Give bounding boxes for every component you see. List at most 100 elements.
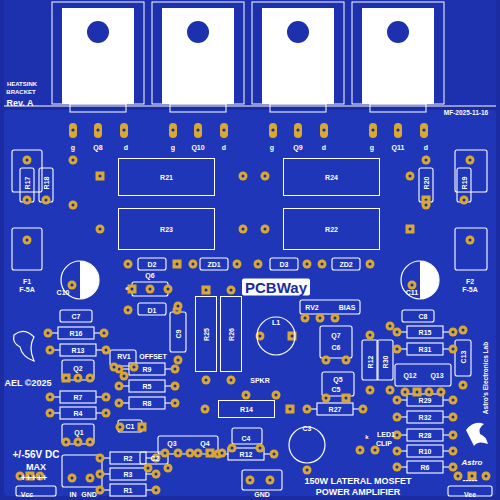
resistor-lead (54, 396, 60, 397)
drill-hole (319, 317, 322, 320)
round-pad (130, 363, 139, 372)
silkscreen-label: RV1 (117, 353, 131, 360)
drill-hole (174, 368, 177, 371)
drill-hole (271, 128, 274, 131)
designator: R21 (160, 174, 173, 181)
round-pad (466, 236, 475, 245)
mosfet-leg-outline (270, 104, 326, 112)
drill-hole (425, 159, 428, 162)
drill-hole (141, 426, 144, 429)
silkscreen-label: R28 (419, 432, 432, 439)
round-pad (393, 396, 402, 405)
round-pad (171, 399, 180, 408)
round-pad (144, 464, 153, 473)
round-pad (316, 314, 325, 323)
designator: R22 (325, 226, 338, 233)
drill-hole (259, 447, 262, 450)
round-pad (270, 450, 279, 459)
resistor-outline (407, 411, 443, 423)
drill-hole (257, 263, 260, 266)
silkscreen-label: ZD1 (207, 261, 220, 268)
drill-hole (99, 457, 102, 460)
round-pad (202, 376, 211, 385)
silk-outline (170, 312, 186, 352)
drill-hole (131, 288, 134, 291)
round-pad (256, 444, 265, 453)
drill-hole (389, 389, 392, 392)
resistor-box: R26 (220, 296, 242, 372)
silk-outline (12, 228, 42, 270)
silkscreen-label: g (270, 144, 274, 151)
silkscreen-label: F-5A (19, 286, 35, 293)
drill-hole (71, 284, 74, 287)
drill-hole (127, 309, 130, 312)
silkscreen-label: C1 (126, 423, 135, 430)
square-pad (286, 405, 295, 414)
resistor-lead (401, 399, 407, 400)
silkscreen-label: R18 (43, 177, 50, 190)
drill-hole (325, 397, 328, 400)
silk-outline (377, 340, 393, 380)
resistor-lead (353, 408, 359, 409)
drill-hole (174, 385, 177, 388)
silkscreen-label: C2 (151, 455, 160, 462)
drill-hole (457, 475, 460, 478)
round-pad (393, 413, 402, 422)
silkscreen-label: Q6 (145, 272, 154, 279)
drill-hole (469, 159, 472, 162)
resistor-lead (54, 412, 60, 413)
resistor-outline (110, 468, 146, 480)
drill-hole (411, 284, 414, 287)
silkscreen-label: AEL ©2025 (5, 379, 52, 388)
resistor-lead (94, 332, 100, 333)
resistor-outline (317, 403, 353, 415)
drill-hole (122, 128, 125, 131)
resistor-lead (165, 385, 171, 386)
drill-hole (222, 128, 225, 131)
round-pad (23, 156, 32, 165)
drill-hole (133, 366, 136, 369)
drill-hole (71, 477, 74, 480)
round-pad (100, 329, 109, 338)
square-pad (138, 423, 147, 432)
round-pad (161, 449, 170, 458)
round-pad (68, 281, 77, 290)
silkscreen-label: Q11 (392, 144, 405, 151)
silkscreen-label: Q9 (293, 144, 302, 151)
drill-hole (49, 396, 52, 399)
mosfet-pad (69, 123, 77, 138)
silkscreen-label: R12 (367, 356, 374, 369)
silkscreen-label: R19 (461, 177, 468, 190)
round-pad (115, 382, 124, 391)
silkscreen-label: Astro (462, 459, 483, 467)
drill-hole (242, 228, 245, 231)
drill-hole (65, 441, 68, 444)
silkscreen-label: C9 (175, 330, 182, 339)
drill-hole (396, 331, 399, 334)
drill-hole (103, 332, 106, 335)
drill-hole (371, 128, 374, 131)
silkscreen-label: POWER AMPLIFIER (316, 488, 401, 497)
drill-hole (345, 397, 348, 400)
drill-hole (369, 389, 372, 392)
silkscreen-label: BRACKET (6, 89, 35, 95)
round-pad (96, 454, 105, 463)
mounting-hole (387, 21, 409, 43)
drill-hole (99, 473, 102, 476)
resistor-lead (96, 412, 102, 413)
drill-hole (396, 450, 399, 453)
drill-hole (65, 377, 68, 380)
drill-hole (177, 305, 180, 308)
round-pad (186, 449, 195, 458)
drill-hole (230, 289, 233, 292)
mosfet-pad (120, 123, 128, 138)
drill-hole (289, 408, 292, 411)
silkscreen-label: HEATSINK (7, 81, 37, 87)
mounting-hole (187, 21, 209, 43)
drill-hole (177, 452, 180, 455)
round-pad (318, 260, 327, 269)
mosfet-leg-outline (170, 104, 226, 112)
drill-hole (118, 402, 121, 405)
round-pad (356, 446, 365, 455)
drill-hole (273, 453, 276, 456)
